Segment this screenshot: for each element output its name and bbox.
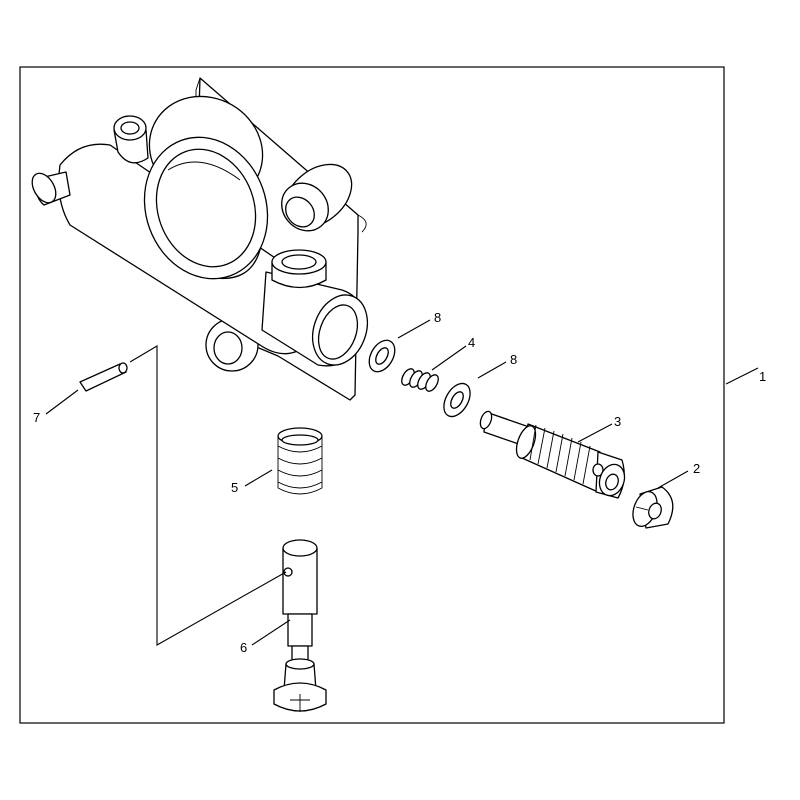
callout-7: 7: [33, 410, 40, 425]
pin-7[interactable]: [79, 362, 128, 392]
plunger-6[interactable]: [273, 539, 327, 712]
callout-1: 1: [759, 369, 766, 384]
leader-lines: [45, 319, 759, 646]
assembly-frame: [19, 66, 725, 724]
callout-2: 2: [693, 461, 700, 476]
callout-8-upper: 8: [434, 310, 441, 325]
callout-8-lower: 8: [510, 352, 517, 367]
callout-5: 5: [231, 480, 238, 495]
spring-5[interactable]: [277, 427, 323, 495]
worm-shaft-3[interactable]: [478, 410, 629, 499]
washer-8-lower[interactable]: [438, 379, 475, 421]
callout-6: 6: [240, 640, 247, 655]
callout-4: 4: [468, 335, 475, 350]
pin-install-path: [129, 345, 287, 646]
spring-4[interactable]: [399, 367, 441, 394]
callout-3: 3: [614, 414, 621, 429]
washer-8-upper[interactable]: [364, 336, 400, 376]
pump-housing[interactable]: [27, 76, 376, 401]
cap-2[interactable]: [629, 486, 674, 530]
